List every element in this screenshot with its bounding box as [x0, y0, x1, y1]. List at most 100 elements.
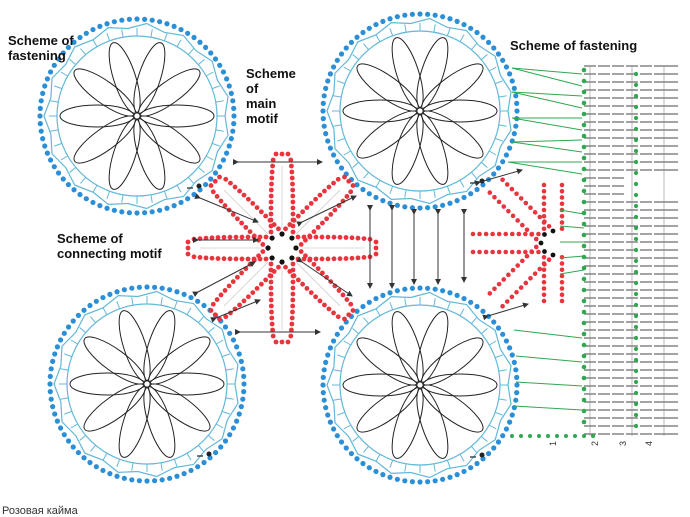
green-dot [633, 346, 639, 352]
stitch-tick [343, 150, 351, 156]
green-dot [633, 126, 639, 132]
red-dot [373, 245, 379, 251]
petal [83, 336, 146, 385]
outer-dot [327, 71, 333, 77]
petal [143, 386, 176, 458]
outer-dot [468, 191, 474, 197]
red-dot [235, 274, 240, 280]
red-dot [290, 273, 296, 279]
green-dot [581, 375, 587, 381]
red-dot [269, 169, 275, 175]
red-dot [257, 256, 263, 262]
outer-dot [425, 479, 431, 485]
red-dot [477, 249, 482, 255]
red-dot [273, 339, 279, 345]
outer-dot [241, 389, 247, 395]
outer-dot [503, 64, 510, 70]
petal [139, 104, 215, 128]
stitch-tick [188, 176, 194, 184]
red-dot [541, 267, 547, 273]
petal [83, 383, 146, 432]
center-dot [542, 249, 547, 254]
green-link [559, 255, 585, 259]
red-dot [492, 286, 497, 292]
outer-dot [402, 204, 408, 210]
outer-dot [461, 295, 467, 302]
outer-dot [514, 108, 520, 114]
green-link [511, 141, 583, 153]
outer-dot [104, 205, 110, 211]
outer-dot [54, 344, 60, 350]
outer-dot [126, 210, 132, 216]
outer-dot [142, 16, 148, 22]
outer-dot [491, 445, 497, 451]
stitch-tick [433, 463, 436, 472]
stitch-tick [471, 43, 477, 51]
green-dot [633, 225, 639, 231]
outer-dot [334, 159, 340, 165]
green-dot [633, 423, 639, 429]
red-dot [541, 213, 547, 219]
green-dot [581, 353, 587, 359]
red-dot [503, 231, 509, 237]
stitch-tick [160, 462, 163, 471]
red-dot [322, 188, 327, 194]
center-dot [279, 259, 285, 265]
red-dot [290, 211, 296, 217]
outer-dot [509, 352, 515, 358]
outer-dot [65, 438, 72, 444]
stitch-tick [446, 460, 451, 468]
outer-dot [509, 78, 515, 84]
red-dot [343, 235, 349, 240]
outer-dot [380, 18, 386, 24]
outer-dot [185, 30, 191, 36]
red-dot [373, 251, 379, 257]
outer-dot [327, 419, 333, 425]
red-dot [559, 286, 565, 291]
red-dot [523, 249, 528, 255]
outer-dot [119, 17, 125, 23]
green-dot [633, 390, 639, 396]
outer-dot [330, 64, 337, 70]
stitch-tick [498, 398, 507, 401]
stitch-tick [459, 308, 465, 316]
stitch-tick [163, 191, 168, 199]
outer-dot [241, 381, 247, 387]
stitch-tick [404, 298, 407, 307]
outer-dot [70, 444, 76, 450]
outer-dot [144, 284, 150, 290]
red-dot [295, 234, 301, 240]
red-dot [559, 279, 565, 285]
red-dot [311, 229, 317, 235]
green-dot [633, 170, 639, 176]
stitch-tick [363, 171, 369, 179]
green-link [559, 209, 585, 215]
outer-dot [461, 468, 467, 475]
red-dot [209, 255, 215, 261]
outer-dot [503, 338, 510, 344]
red-dot [317, 298, 323, 304]
red-dot [245, 234, 251, 240]
red-dot [290, 309, 295, 315]
outer-dot [320, 108, 326, 114]
outer-dot [202, 44, 209, 51]
red-dot [218, 198, 224, 204]
outer-dot [447, 474, 453, 480]
outer-dot [37, 113, 43, 119]
outer-dot [47, 381, 53, 387]
red-dot [322, 302, 327, 308]
outer-dot [454, 198, 460, 204]
red-dot [501, 277, 507, 282]
outer-dot [334, 331, 340, 337]
outer-dot [144, 478, 150, 484]
red-dot [300, 281, 306, 287]
green-dot [633, 148, 639, 154]
outer-dot [217, 62, 223, 68]
stitch-tick [131, 462, 134, 471]
outer-dot [164, 21, 170, 27]
red-dot [283, 264, 288, 270]
center-dot [269, 255, 275, 261]
outer-dot [87, 459, 93, 466]
stitch-tick [375, 454, 381, 462]
outer-dot [432, 478, 438, 484]
